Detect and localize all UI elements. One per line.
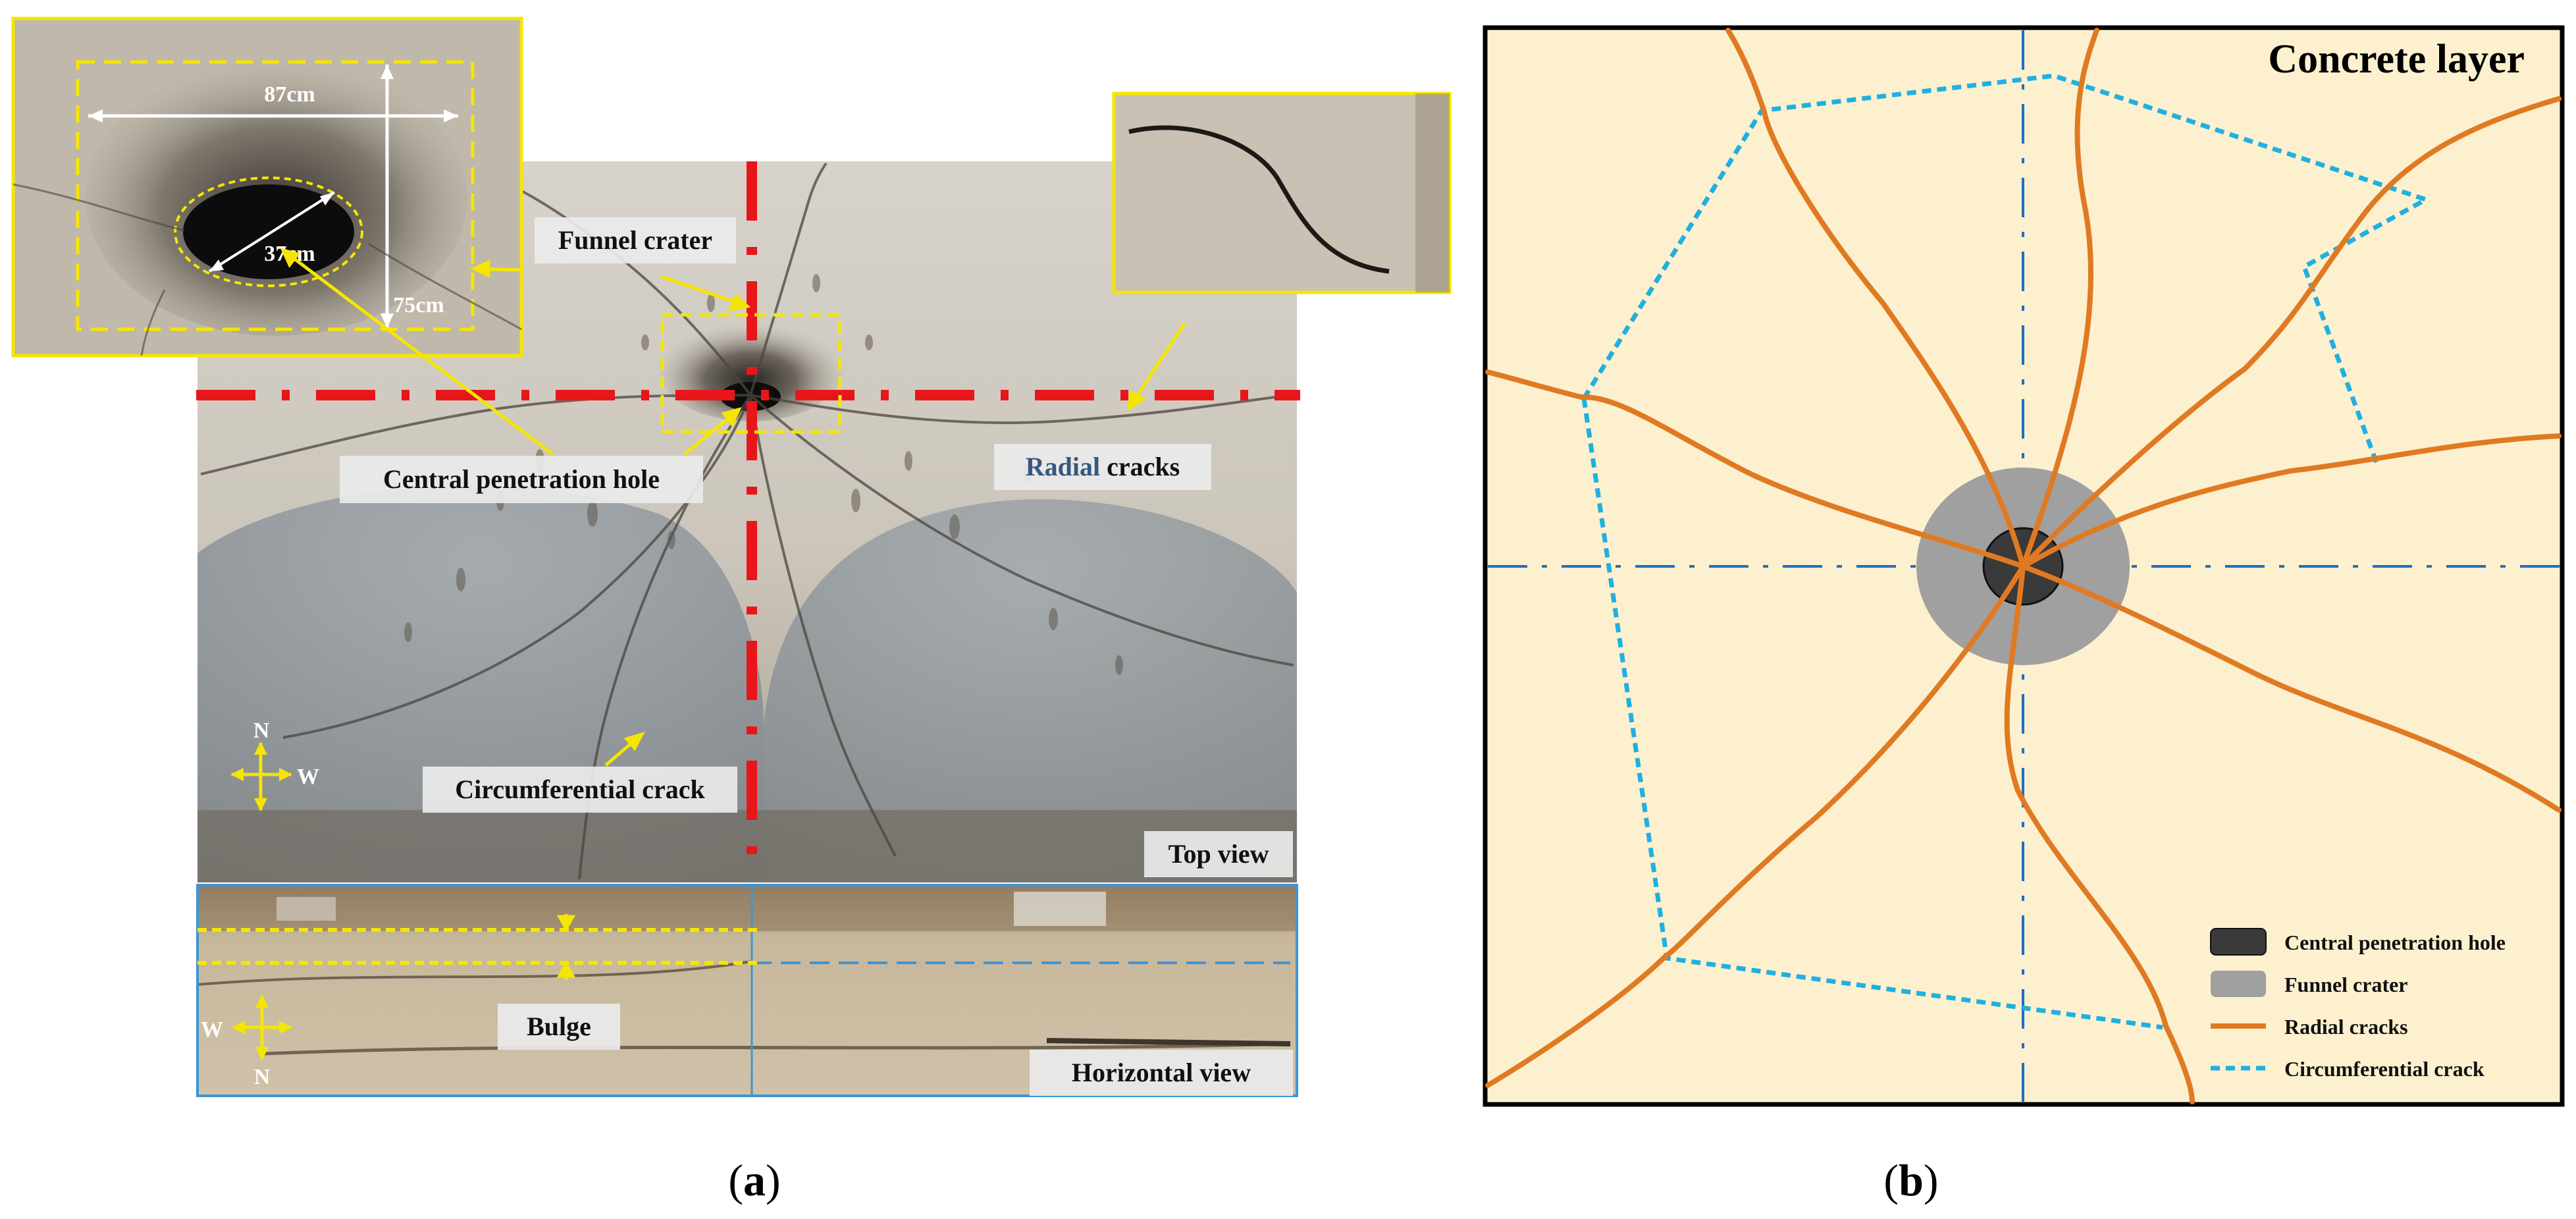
svg-text:Funnel crater: Funnel crater — [558, 225, 712, 255]
svg-text:Funnel crater: Funnel crater — [2284, 973, 2408, 996]
svg-text:Central penetration hole: Central penetration hole — [2284, 931, 2506, 954]
panel-a: 87cm 75cm 37cm Funnel crater — [11, 16, 1452, 1205]
caption-b: (b) — [1883, 1155, 1938, 1205]
legend-item-hole: Central penetration hole — [2210, 928, 2506, 956]
compass-top-n: N — [253, 718, 270, 743]
panel-b: Concrete layer Central penetr — [1483, 25, 2565, 1205]
svg-text:Horizontal view: Horizontal view — [1072, 1058, 1251, 1087]
compass-bottom: W N — [201, 994, 292, 1089]
svg-text:Radial cracks: Radial cracks — [1026, 452, 1180, 481]
legend-item-crater: Funnel crater — [2211, 971, 2408, 997]
legend-item-radial: Radial cracks — [2211, 1015, 2408, 1039]
compass-top: N W — [230, 718, 319, 811]
label-horizontal-view: Horizontal view — [1030, 1050, 1293, 1096]
dim-height-label: 75cm — [393, 293, 444, 317]
horizontal-view-photo — [196, 884, 1298, 1097]
svg-text:Circumferential crack: Circumferential crack — [455, 774, 705, 804]
radial-cracks — [1485, 28, 2562, 1104]
svg-text:Circumferential crack: Circumferential crack — [2284, 1057, 2484, 1081]
label-top-view: Top view — [1144, 831, 1293, 877]
caption-a: (a) — [728, 1155, 780, 1205]
svg-text:Radial cracks: Radial cracks — [2284, 1015, 2408, 1039]
svg-text:Top view: Top view — [1168, 839, 1269, 869]
svg-text:Bulge: Bulge — [527, 1012, 591, 1041]
label-bulge: Bulge — [498, 1004, 620, 1050]
label-circumferential-crack: Circumferential crack — [423, 767, 737, 813]
inset-crack-photo — [1112, 92, 1452, 294]
dim-width-label: 87cm — [264, 82, 315, 107]
compass-bottom-w: W — [201, 1017, 223, 1042]
label-funnel-crater: Funnel crater — [535, 217, 736, 263]
inset-crater-photo — [11, 16, 523, 358]
compass-bottom-n: N — [254, 1065, 271, 1089]
legend: Central penetration hole Funnel crater R… — [2210, 928, 2506, 1081]
legend-item-circumferential: Circumferential crack — [2211, 1057, 2484, 1081]
label-radial-cracks: Radial cracks — [994, 444, 1211, 490]
panel-b-title: Concrete layer — [2268, 37, 2525, 82]
svg-text:Central penetration hole: Central penetration hole — [383, 464, 660, 494]
horizontal-view-frame — [196, 884, 1298, 1097]
leader-lines — [280, 248, 1187, 980]
label-central-hole: Central penetration hole — [340, 456, 703, 503]
compass-top-w: W — [297, 765, 319, 789]
